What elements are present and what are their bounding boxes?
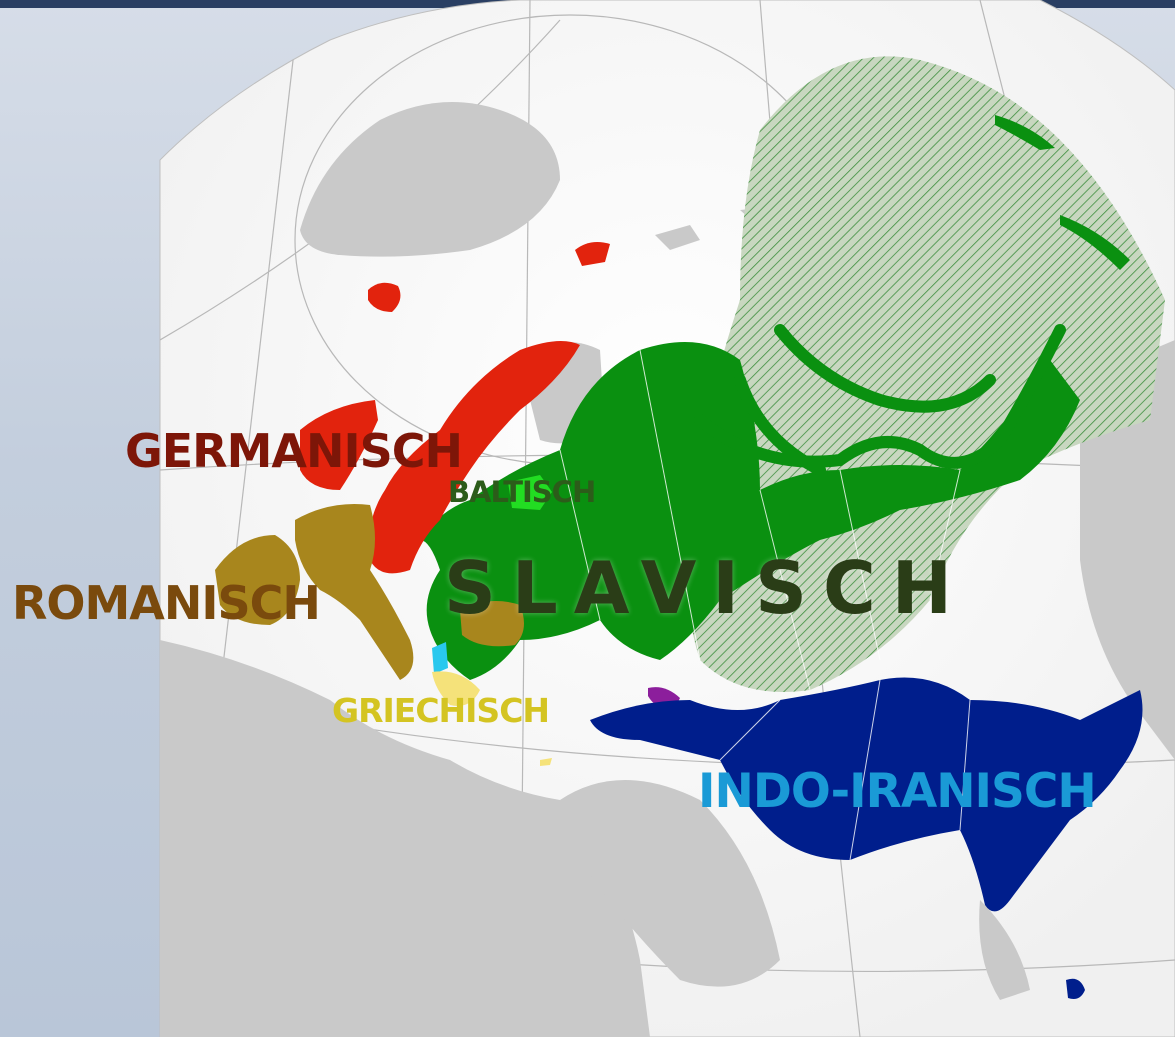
albanian-region xyxy=(432,642,448,674)
label-romanisch: ROMANISCH xyxy=(12,576,321,630)
label-indo-iranisch: INDO-IRANISCH xyxy=(698,764,1097,819)
baltic-region xyxy=(508,475,552,510)
germanic-region xyxy=(369,341,580,574)
arabia-land xyxy=(560,780,780,987)
label-germanisch: GERMANISCH xyxy=(125,424,463,478)
label-slavisch: SLAVISCH xyxy=(444,546,969,630)
arctic-green-island xyxy=(995,115,1055,150)
romance-france-italy xyxy=(295,504,414,680)
sri-lanka xyxy=(1066,978,1085,999)
svalbard xyxy=(575,242,610,266)
east-asia-land xyxy=(1080,340,1175,760)
romance-iberia xyxy=(215,535,300,625)
germanic-british-isles xyxy=(300,400,378,490)
iceland xyxy=(368,282,401,312)
country-borders xyxy=(559,349,971,861)
romance-romania xyxy=(460,601,524,647)
greenland xyxy=(300,102,560,257)
slavic-rivers xyxy=(694,324,1066,476)
slavic-region xyxy=(420,342,1080,680)
label-baltisch: BALTISCH xyxy=(448,475,596,509)
india-south xyxy=(979,900,1030,1000)
greek-region xyxy=(432,671,480,706)
label-griechisch: GRIECHISCH xyxy=(332,691,550,730)
indo-iranian-region xyxy=(590,677,1143,912)
africa-land xyxy=(160,640,650,1037)
cyprus xyxy=(540,758,552,766)
kamchatka xyxy=(1060,215,1130,270)
